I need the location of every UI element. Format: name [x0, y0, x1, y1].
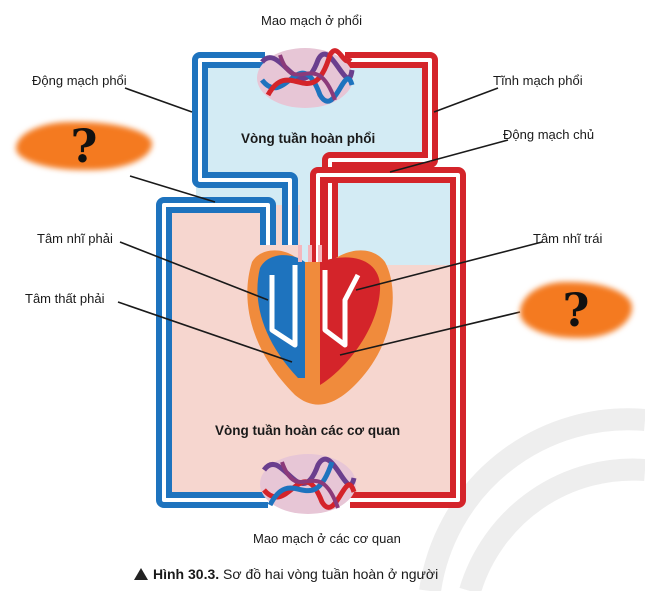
label-aorta: Động mạch chủ: [503, 127, 595, 142]
label-systemic-loop: Vòng tuần hoàn các cơ quan: [215, 423, 401, 438]
watermark: [419, 408, 645, 591]
left-flow-arrow: [322, 270, 361, 348]
label-organ-capillaries: Mao mạch ở các cơ quan: [253, 531, 401, 546]
right-flow-arrow: [269, 265, 298, 348]
pulmonary-vein-vessel: [322, 52, 438, 262]
orange-highlight: [16, 122, 152, 170]
label-left-atrium: Tâm nhĩ trái: [533, 231, 603, 246]
pulmonary-capillary-bed: [257, 48, 355, 108]
unknown-label-right: ?: [520, 282, 632, 338]
figure-caption-text: Sơ đồ hai vòng tuần hoàn ở người: [223, 566, 439, 582]
question-mark-left: ?: [70, 119, 98, 173]
label-right-ventricle: Tâm thất phải: [25, 291, 105, 306]
organ-capillary-bed: [260, 454, 357, 514]
aorta-vessel: [310, 167, 466, 508]
figure-caption: Hình 30.3. Sơ đồ hai vòng tuần hoàn ở ng…: [134, 566, 438, 582]
label-pulmonary-vein: Tĩnh mạch phổi: [493, 73, 583, 88]
heart: [247, 245, 393, 405]
label-pulmonary-loop: Vòng tuần hoàn phổi: [241, 131, 376, 146]
figure-number: Hình 30.3.: [153, 566, 220, 582]
unknown-label-left: ?: [16, 122, 152, 170]
question-mark-right: ?: [562, 283, 590, 337]
triangle-icon: [134, 568, 148, 580]
pulmonary-artery-vessel: [192, 52, 298, 245]
leader-lines: [117, 87, 543, 363]
left-heart: [320, 257, 381, 385]
label-pulmonary-capillaries: Mao mạch ở phổi: [261, 13, 363, 28]
vena-cava-vessel: [156, 197, 276, 508]
label-pulmonary-artery: Động mạch phổi: [32, 73, 127, 88]
orange-highlight: [520, 282, 632, 338]
label-right-atrium: Tâm nhĩ phải: [37, 231, 113, 246]
